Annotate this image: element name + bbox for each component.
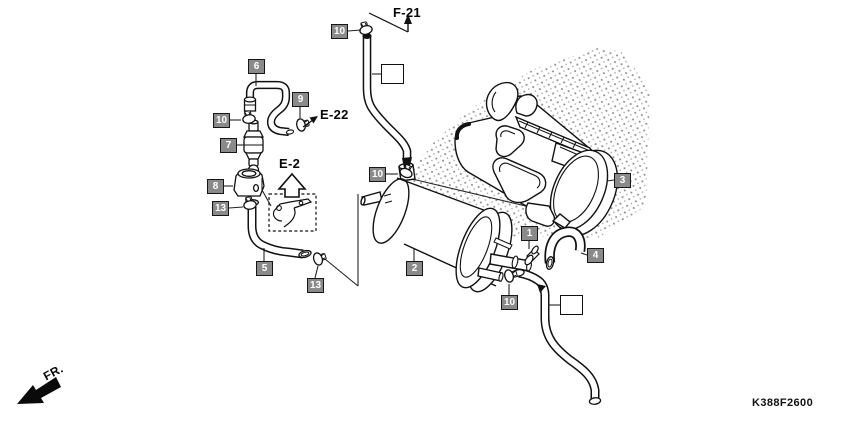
grommet-holder (233, 168, 265, 197)
ref-label-f21[interactable]: F-21 (393, 5, 421, 20)
part-callout[interactable]: 5 (256, 261, 273, 276)
part-callout[interactable]: 10 (369, 167, 386, 182)
empty-reference-box (381, 64, 404, 84)
callout-leader-lines (224, 29, 615, 306)
part-callout[interactable]: 7 (220, 138, 237, 153)
muffler-protector (454, 81, 619, 237)
e22-arrow (302, 116, 318, 128)
part-callout[interactable]: 10 (213, 113, 230, 128)
diagram-part-code: K388F2600 (752, 397, 814, 409)
part-callout[interactable]: 3 (614, 173, 631, 188)
f21-arrow (368, 12, 412, 33)
part-callout[interactable]: 13 (307, 278, 324, 293)
part-callout[interactable]: 1 (521, 226, 538, 241)
hose-5 (244, 199, 312, 259)
part-callout[interactable]: 9 (292, 92, 309, 107)
canister (360, 162, 532, 293)
empty-reference-box (560, 295, 583, 315)
fr-direction-arrow (17, 377, 61, 404)
e2-up-arrow (277, 172, 307, 198)
part-callout[interactable]: 6 (248, 59, 265, 74)
joint-tube-1 (524, 245, 540, 266)
purge-tube-top (362, 33, 412, 170)
part-callout[interactable]: 10 (331, 24, 348, 39)
part-callout[interactable]: 10 (501, 295, 518, 310)
part-callout[interactable]: 2 (406, 261, 423, 276)
part-callout[interactable]: 13 (212, 201, 229, 216)
hose-4 (544, 226, 586, 270)
bracket-reference (268, 193, 317, 232)
drain-tube-bottom (511, 268, 602, 405)
part-callout[interactable]: 8 (207, 179, 224, 194)
part-callout[interactable]: 4 (587, 248, 604, 263)
ref-label-e22[interactable]: E-22 (320, 107, 349, 122)
ref-label-e2[interactable]: E-2 (279, 156, 301, 171)
